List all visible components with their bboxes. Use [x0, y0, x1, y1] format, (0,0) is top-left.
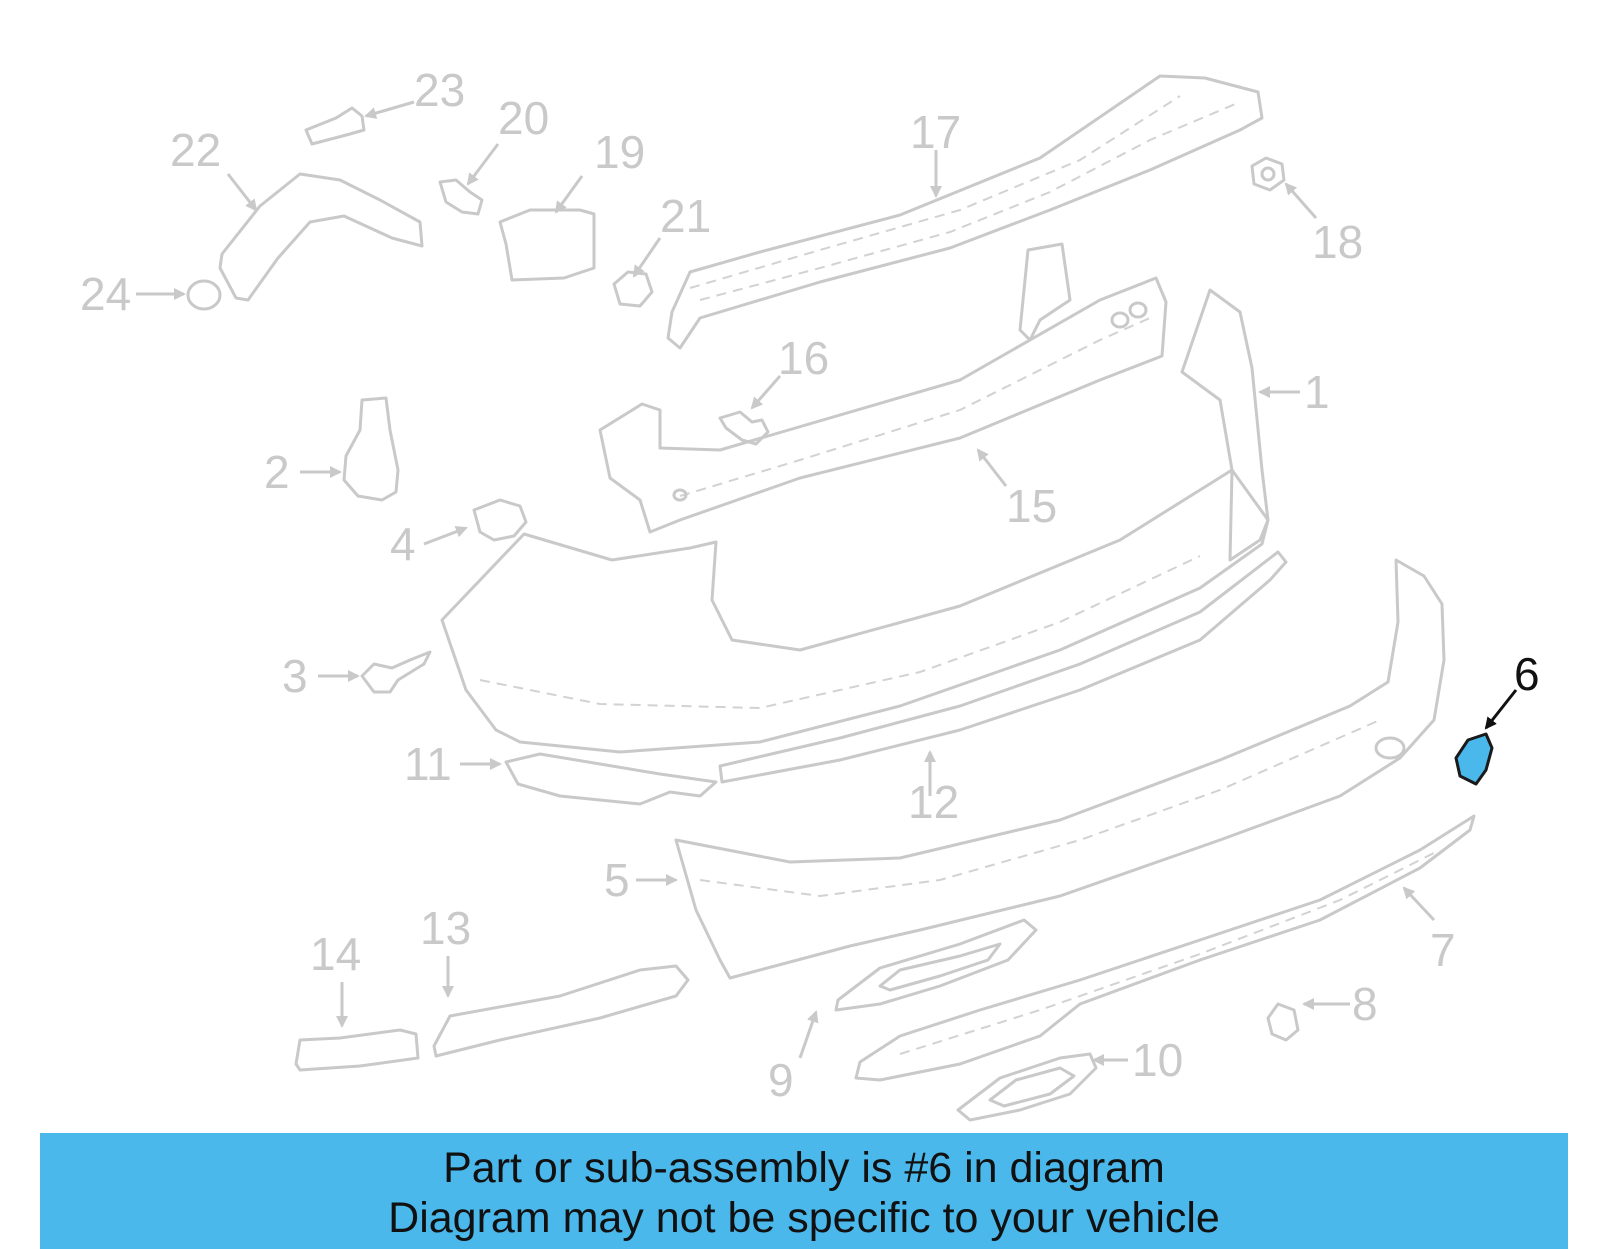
part-16-bolt	[718, 410, 770, 446]
part-4-pin	[472, 498, 528, 542]
part-17-absorber	[666, 74, 1264, 350]
leader-lines	[136, 100, 1518, 1066]
part-3-screw	[360, 650, 432, 694]
part-18-nut	[1250, 156, 1286, 192]
part-9-bezel	[834, 918, 1038, 1012]
callout-labels: 1 2 3 4 5 6 7 8 9 10 11 12 13 14 15 16 1…	[80, 64, 1540, 1106]
part-20-bolt	[438, 178, 484, 216]
callout-18: 18	[1312, 216, 1363, 268]
callout-23: 23	[414, 64, 465, 116]
part-7-valance	[854, 814, 1476, 1082]
callout-13: 13	[420, 902, 471, 954]
callout-1: 1	[1304, 366, 1330, 418]
callout-24: 24	[80, 268, 131, 320]
callout-4: 4	[390, 518, 416, 570]
part-22-bracket	[218, 172, 424, 302]
part-23-bolt	[304, 106, 366, 146]
callout-17: 17	[910, 106, 961, 158]
callout-15: 15	[1006, 480, 1057, 532]
part-24-grommet	[186, 279, 222, 311]
part-21-nut	[612, 270, 654, 308]
part-14-reflector	[294, 1028, 420, 1072]
callout-6: 6	[1514, 648, 1540, 700]
info-banner: Part or sub-assembly is #6 in diagram Di…	[40, 1133, 1568, 1249]
callout-12: 12	[908, 776, 959, 828]
callout-21: 21	[660, 190, 711, 242]
banner-line-1: Part or sub-assembly is #6 in diagram	[443, 1144, 1165, 1192]
callout-19: 19	[594, 126, 645, 178]
callout-22: 22	[170, 124, 221, 176]
part-13-reflector	[432, 964, 690, 1058]
part-1-bracket	[1180, 288, 1270, 562]
callout-3: 3	[282, 650, 308, 702]
callout-9: 9	[768, 1054, 794, 1106]
callout-5: 5	[604, 854, 630, 906]
callout-14: 14	[310, 928, 361, 980]
part-10-bezel	[956, 1052, 1098, 1122]
callout-11: 11	[404, 738, 452, 790]
callout-8: 8	[1352, 978, 1378, 1030]
part-15-reinforcement	[598, 242, 1168, 534]
callout-20: 20	[498, 92, 549, 144]
banner-line-2: Diagram may not be specific to your vehi…	[388, 1194, 1220, 1242]
part-11-molding	[504, 752, 718, 806]
part-19-bracket	[498, 208, 596, 282]
callout-2: 2	[264, 446, 290, 498]
part-2-sleeve	[342, 396, 400, 502]
callout-10: 10	[1132, 1034, 1183, 1086]
callout-16: 16	[778, 332, 829, 384]
part-12-cover	[440, 468, 1288, 784]
part-5-fascia	[674, 558, 1446, 980]
part-8-clip	[1266, 1002, 1300, 1042]
part-6-highlighted	[1454, 732, 1494, 786]
callout-7: 7	[1430, 924, 1456, 976]
